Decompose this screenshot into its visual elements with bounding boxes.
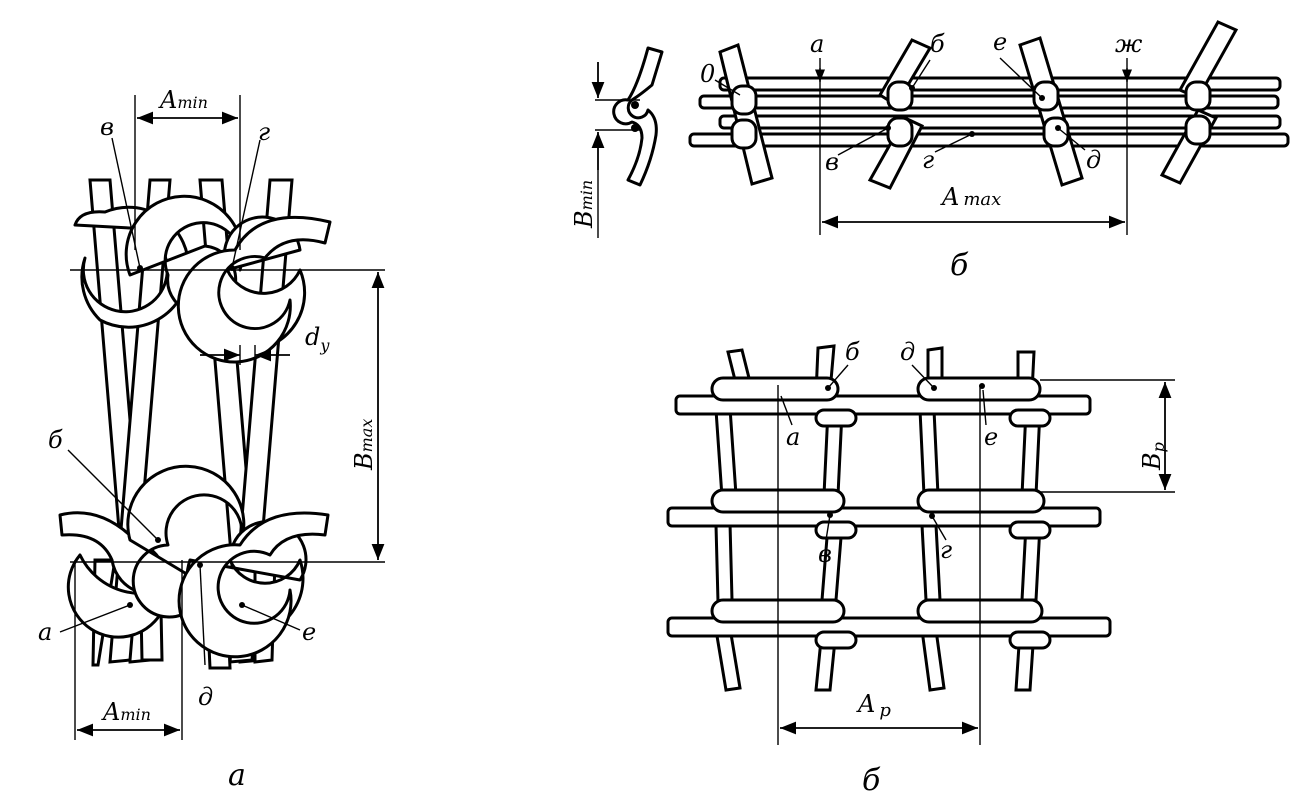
label-g-bbot: г	[940, 536, 952, 564]
label-g-btop: г	[922, 146, 934, 174]
panel-a: Amin Amin Bmax dy в г б а е д а	[38, 86, 385, 793]
b-p-label: Bp	[1138, 442, 1168, 471]
label-d-btop: д	[1086, 146, 1101, 174]
label-a-bbot: а	[786, 423, 800, 451]
b-max-label: Bmax	[350, 419, 378, 471]
caption-b-top: б	[950, 248, 969, 283]
label-v-bbot: в	[818, 540, 832, 568]
label-zh-btop: ж	[1115, 30, 1143, 58]
panel-b-top-loops	[730, 80, 1212, 150]
panel-b-top-profile	[612, 46, 664, 187]
label-g-a: г	[258, 118, 270, 146]
label-e-btop: е	[993, 28, 1007, 56]
label-e-a: е	[302, 618, 316, 646]
label-d-a: д	[198, 683, 213, 711]
a-min-bottom-label: Amin	[101, 698, 151, 726]
d-y-label: dy	[305, 323, 330, 355]
label-e-bbot: е	[984, 423, 998, 451]
label-b-bbot: б	[845, 338, 860, 366]
label-v-btop: в	[825, 148, 839, 176]
label-a-a: а	[38, 618, 52, 646]
label-v-a: в	[100, 113, 114, 141]
panel-a-bottom-loops	[58, 464, 330, 659]
panel-b-top: Bmin	[570, 20, 1290, 283]
panel-a-top-loops	[73, 194, 332, 364]
caption-a: а	[228, 758, 246, 793]
b-min-label: Bmin	[570, 180, 598, 229]
label-a-btop: а	[810, 30, 824, 58]
caption-b-bottom: б	[862, 763, 881, 798]
label-o-b: 0	[700, 60, 715, 88]
label-d-bbot: д	[900, 338, 915, 366]
label-b-btop: б	[930, 30, 945, 58]
panel-b-top-strands	[688, 76, 1290, 148]
label-b-a: б	[48, 426, 63, 454]
a-min-top-label: Amin	[158, 86, 208, 114]
